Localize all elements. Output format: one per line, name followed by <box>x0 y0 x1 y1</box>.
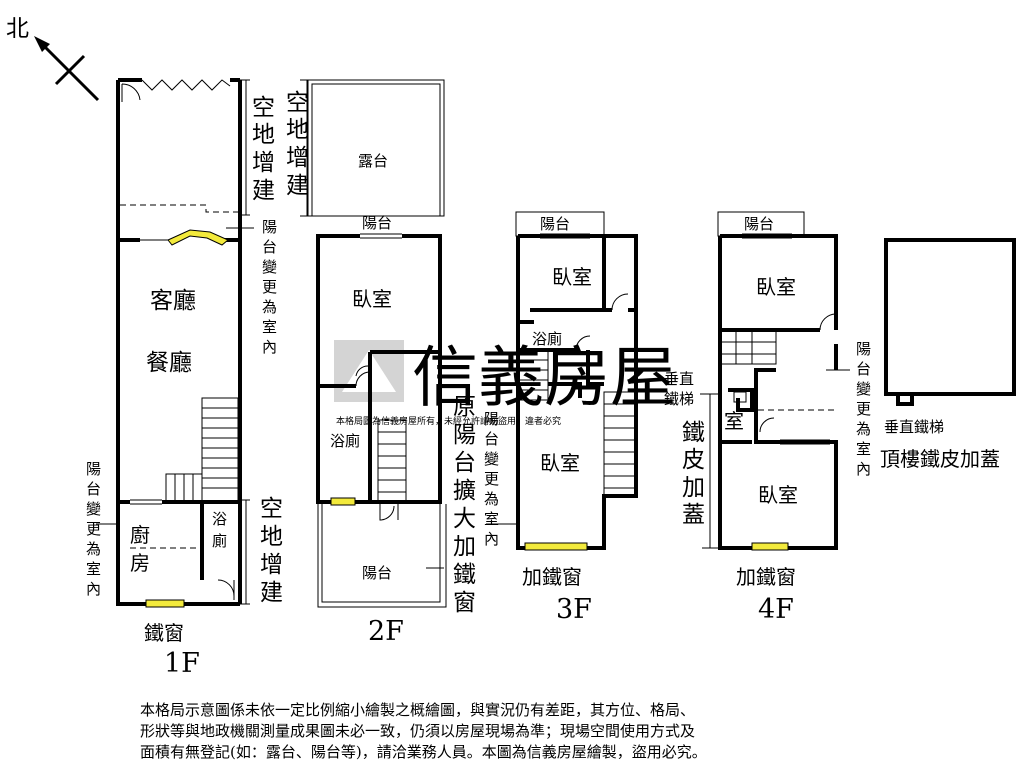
floor-4f: 陽台 臥室 室 臥室 垂直鐵梯 鐵皮加蓋 陽台變更為室內 加鐵窗 4F <box>664 211 871 625</box>
note-balcony-indoor-3f: 陽台變更為室內 <box>484 410 499 548</box>
floor-label-3f: 3F <box>556 594 592 625</box>
north-indicator: 北 <box>6 16 100 102</box>
floor-1f: 客廳 餐廳 廚房 浴廁 空地增建 陽台變更為室內 陽台變更為室內 空地增建 鐵窗… <box>86 78 283 679</box>
north-label: 北 <box>6 16 29 42</box>
room-bedroom-2f: 臥室 <box>352 287 392 311</box>
floor-label-4f: 4F <box>758 594 794 625</box>
floor-plan: 信義房屋 本格局圖為信義房屋所有，未經允許請勿盜用，違者必究 北 <box>6 16 1016 679</box>
room-bath-2f: 浴廁 <box>330 432 360 450</box>
note-balcony-indoor-left-1f: 陽台變更為室內 <box>86 460 101 598</box>
room-balcony-4f: 陽台 <box>744 215 774 233</box>
note-open-build-bottom-1f: 空地增建 <box>260 496 283 606</box>
room-bedroom-bottom-4f: 臥室 <box>758 483 798 507</box>
room-living: 客廳 <box>150 288 196 314</box>
floor-roof: 垂直鐵梯 頂樓鐵皮加蓋 <box>880 238 1016 471</box>
north-arrow-icon <box>34 36 100 102</box>
note-window-3f: 加鐵窗 <box>522 565 582 589</box>
room-bedroom-bottom-3f: 臥室 <box>540 451 580 475</box>
room-kitchen: 廚房 <box>130 523 150 575</box>
note-window-4f: 加鐵窗 <box>736 565 796 589</box>
floor-3f: 陽台 臥室 浴廁 臥室 陽台變更為室內 加鐵窗 3F <box>484 211 638 625</box>
disclaimer-line: 面積有無登記(如：露台、陽台等)，請洽業務人員。本圖為信義房屋繪製，盜用必究。 <box>140 743 707 761</box>
room-terrace-2f: 露台 <box>358 152 388 170</box>
floor-2f: 露台 陽台 臥室 浴廁 陽台 空地增建 原陽台擴大加鐵窗 2F <box>286 79 476 647</box>
room-bath-1f: 浴廁 <box>212 510 227 550</box>
room-bedroom-top-3f: 臥室 <box>552 265 592 289</box>
note-iron-roof-4f: 鐵皮加蓋 <box>682 420 705 528</box>
room-dining: 餐廳 <box>146 350 192 376</box>
note-roof-title: 頂樓鐵皮加蓋 <box>880 447 1000 471</box>
note-open-build-top-1f: 空地增建 <box>252 95 275 204</box>
note-ladder-roof: 垂直鐵梯 <box>884 418 944 436</box>
room-bath-3f: 浴廁 <box>532 330 562 348</box>
room-balcony-bottom-2f: 陽台 <box>362 564 392 582</box>
floor-label-2f: 2F <box>368 616 404 647</box>
note-window-1f: 鐵窗 <box>144 621 184 645</box>
disclaimer-line: 形狀等與地政機關測量成果圖未必一致，仍須以房屋現場為準；現場空間使用方式及 <box>140 722 696 740</box>
floor-label-1f: 1F <box>164 648 200 679</box>
note-balcony-indoor-4f: 陽台變更為室內 <box>856 340 871 478</box>
disclaimer: 本格局示意圖係未依一定比例縮小繪製之概繪圖，與實況仍有差距，其方位、格局、 形狀… <box>140 700 900 763</box>
note-balcony-expand-2f: 原陽台擴大加鐵窗 <box>453 394 476 616</box>
note-balcony-indoor-right-1f: 陽台變更為室內 <box>262 218 277 356</box>
note-open-build-2f: 空地增建 <box>286 90 309 199</box>
watermark-notice: 本格局圖為信義房屋所有，未經允許請勿盜用，違者必究 <box>336 415 561 427</box>
room-balcony-top-2f: 陽台 <box>362 214 392 232</box>
room-bedroom-top-4f: 臥室 <box>756 275 796 299</box>
room-balcony-3f: 陽台 <box>540 215 570 233</box>
disclaimer-line: 本格局示意圖係未依一定比例縮小繪製之概繪圖，與實況仍有差距，其方位、格局、 <box>140 701 696 719</box>
note-ladder-4f: 垂直鐵梯 <box>664 370 694 408</box>
room-small-4f: 室 <box>724 409 744 433</box>
